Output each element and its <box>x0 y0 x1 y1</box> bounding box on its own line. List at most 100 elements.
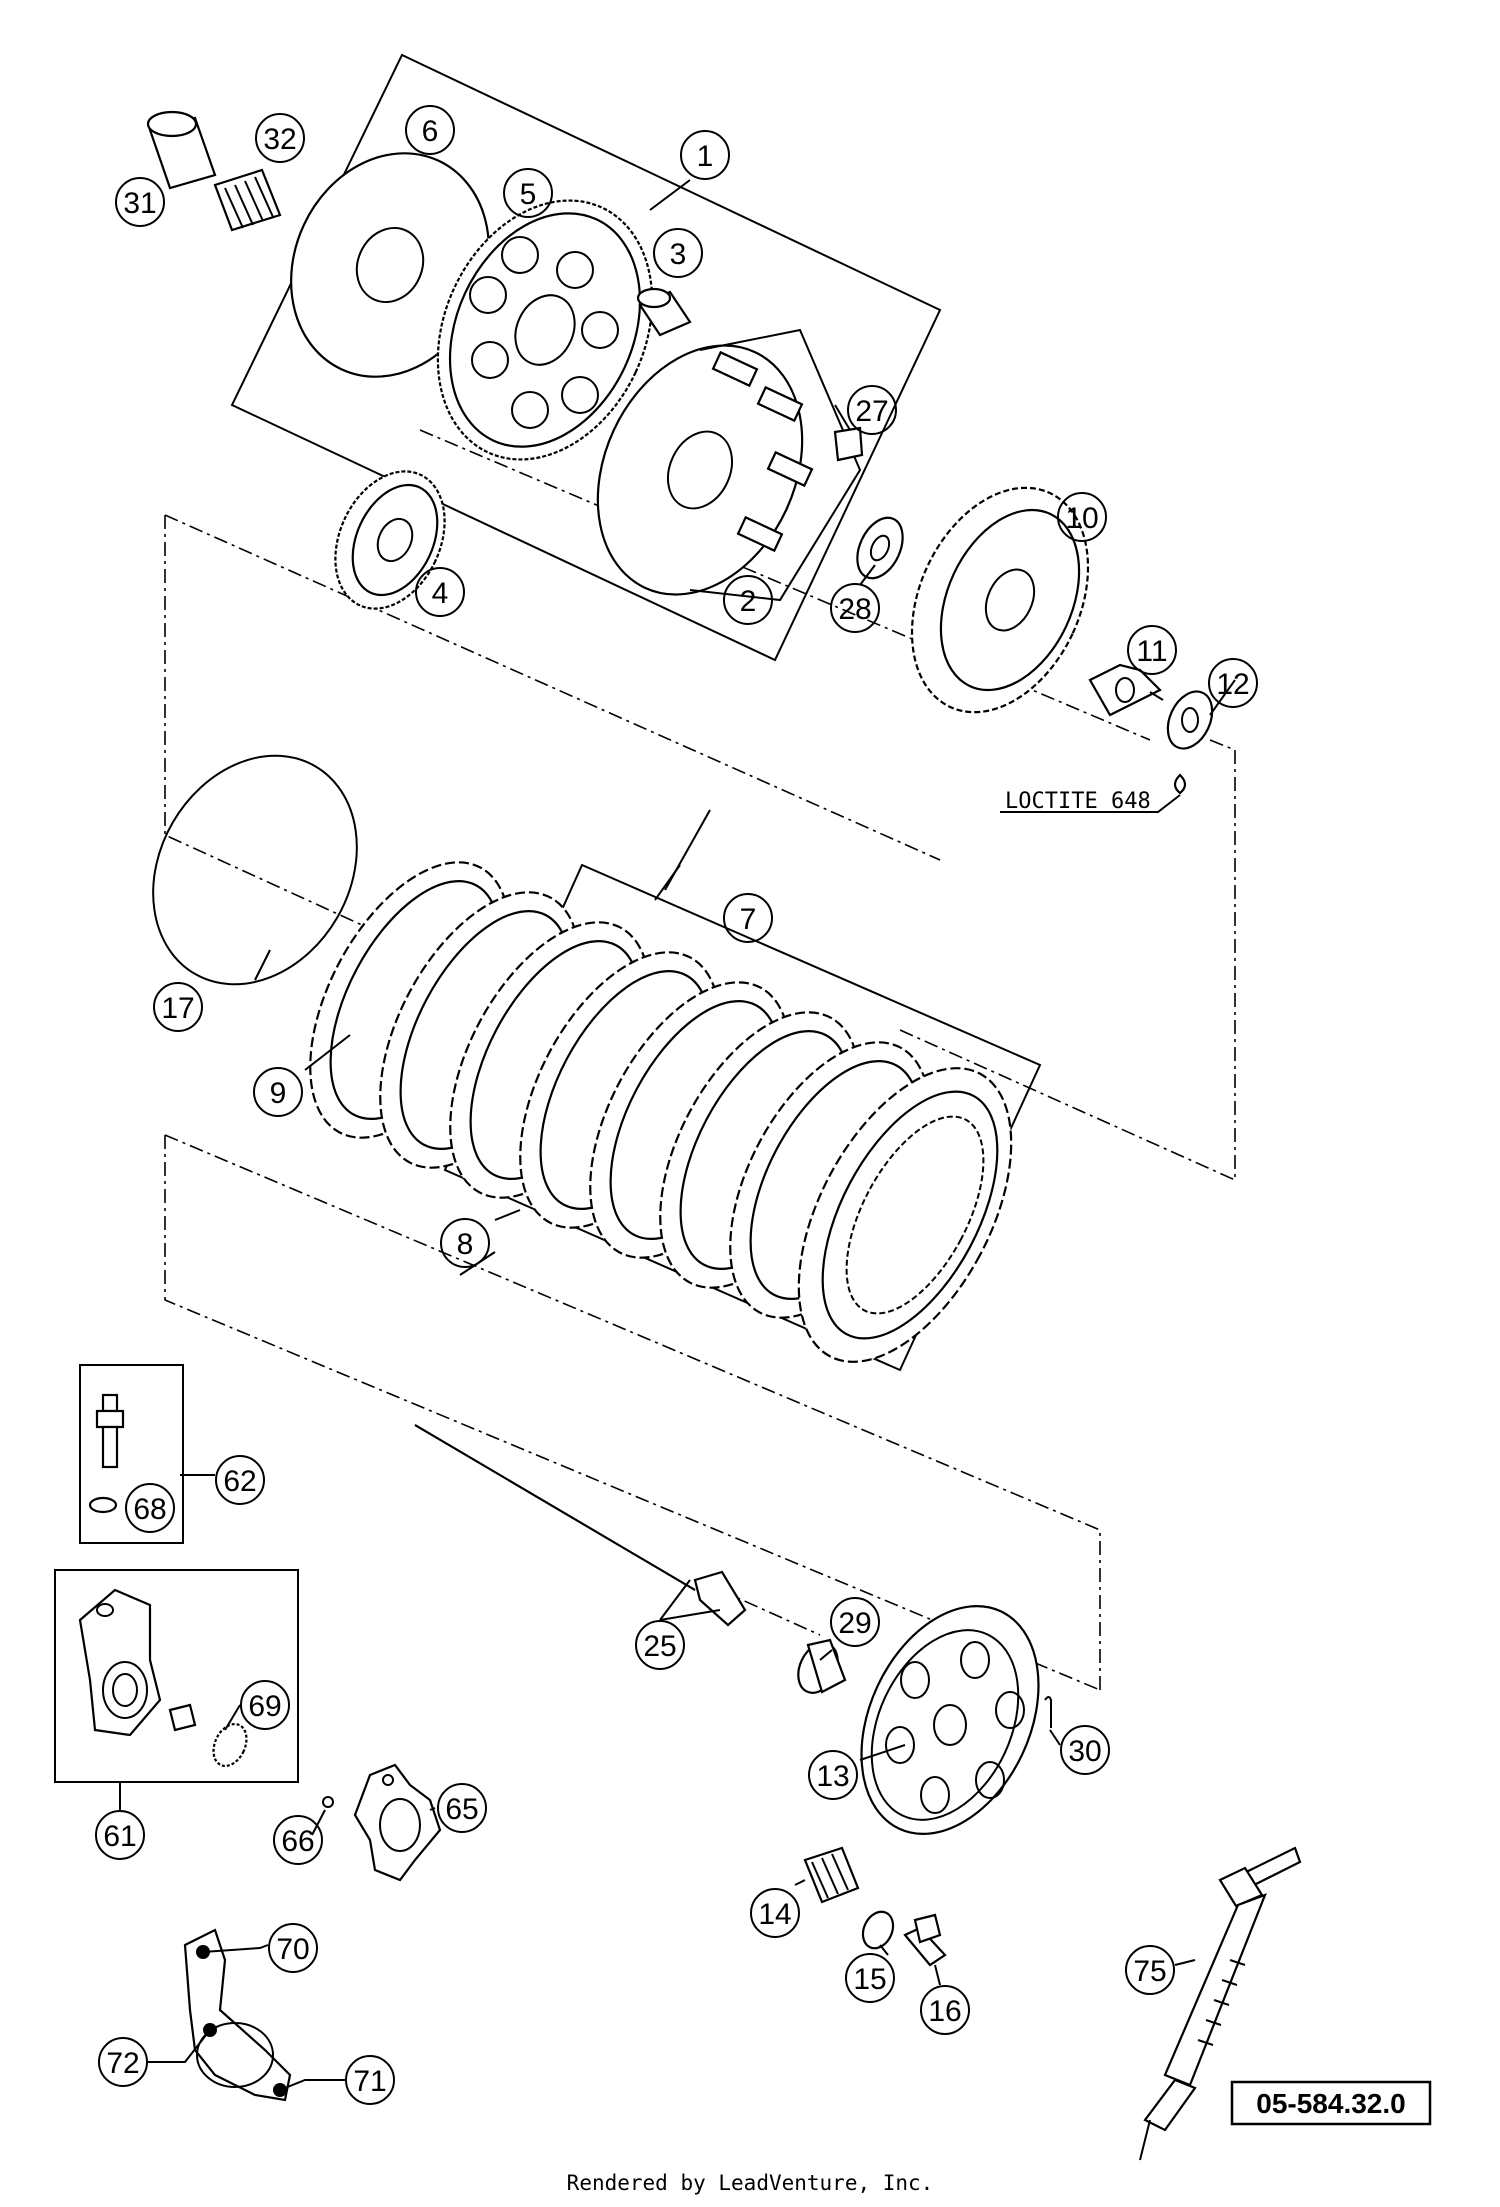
svg-text:28: 28 <box>838 593 871 626</box>
svg-text:75: 75 <box>1133 1955 1166 1988</box>
svg-text:6: 6 <box>422 115 439 148</box>
callout-16: 16 <box>920 1985 970 2035</box>
callout-8: 8 <box>440 1218 490 1268</box>
washer-part-28 <box>856 516 904 580</box>
callout-71: 71 <box>345 2055 395 2105</box>
svg-text:65: 65 <box>445 1793 478 1826</box>
spring-part-14 <box>803 1846 860 1904</box>
svg-text:4: 4 <box>432 577 449 610</box>
svg-text:32: 32 <box>263 123 296 156</box>
cover-plate-parts-70-72 <box>183 1928 292 2102</box>
svg-text:61: 61 <box>103 1820 136 1853</box>
gasket-part-65 <box>353 1763 442 1882</box>
pressure-plate-part-13 <box>860 1605 1040 1835</box>
callout-62: 62 <box>215 1455 265 1505</box>
clutch-basket-part-2 <box>596 328 862 602</box>
svg-text:68: 68 <box>133 1493 166 1526</box>
assembly-line-lower <box>164 1135 1101 1691</box>
callout-65: 65 <box>437 1783 487 1833</box>
callout-27: 27 <box>847 385 897 435</box>
primary-gear-part-5 <box>436 199 654 461</box>
callout-15: 15 <box>845 1953 895 2003</box>
inner-hub-part-10 <box>910 486 1090 714</box>
svg-text:7: 7 <box>740 903 757 936</box>
callout-5: 5 <box>503 168 553 218</box>
bleeder-screw <box>95 1393 125 1469</box>
nut-part-12 <box>1166 690 1214 750</box>
callout-31: 31 <box>115 177 165 227</box>
callout-70: 70 <box>268 1923 318 1973</box>
assembly-line-right <box>899 750 1236 1182</box>
callout-3: 3 <box>653 228 703 278</box>
svg-text:05-584.32.0: 05-584.32.0 <box>1256 2088 1405 2119</box>
screw-part-16 <box>903 1913 947 1967</box>
svg-text:31: 31 <box>123 187 156 220</box>
seal-ring-part-68 <box>88 1496 118 1514</box>
clutch-disc-pack <box>309 861 1013 1363</box>
callout-14: 14 <box>750 1888 800 1938</box>
bushing-part-31 <box>146 110 217 190</box>
svg-text:25: 25 <box>643 1630 676 1663</box>
callout-1: 1 <box>680 130 730 180</box>
svg-text:66: 66 <box>281 1825 314 1858</box>
syringe-part-75 <box>1139 1846 1302 2161</box>
bushing-part-3 <box>636 287 692 337</box>
svg-text:62: 62 <box>223 1465 256 1498</box>
svg-text:2: 2 <box>740 585 757 618</box>
svg-text:5: 5 <box>520 178 537 211</box>
drawing-number-box: 05-584.32.0 <box>1230 2080 1432 2126</box>
callout-7: 7 <box>723 893 773 943</box>
svg-text:30: 30 <box>1068 1735 1101 1768</box>
kit-box-62 <box>79 1364 184 1544</box>
svg-text:72: 72 <box>106 2047 139 2080</box>
svg-text:13: 13 <box>816 1760 849 1793</box>
loctite-drop <box>1173 773 1187 795</box>
push-rod-part-25 <box>414 1424 747 1627</box>
piston-part-69 <box>212 1722 248 1768</box>
callout-66: 66 <box>273 1815 323 1865</box>
svg-text:12: 12 <box>1216 668 1249 701</box>
callout-30: 30 <box>1060 1725 1110 1775</box>
callout-12: 12 <box>1208 658 1258 708</box>
callout-25: 25 <box>635 1620 685 1670</box>
callout-6: 6 <box>405 105 455 155</box>
svg-text:3: 3 <box>670 238 687 271</box>
callout-11: 11 <box>1127 625 1177 675</box>
callout-17: 17 <box>153 982 203 1032</box>
svg-text:70: 70 <box>276 1933 309 1966</box>
svg-text:71: 71 <box>353 2065 386 2098</box>
svg-text:14: 14 <box>758 1898 791 1931</box>
leader-lines <box>119 179 1236 2091</box>
lock-washer-part-11 <box>1088 663 1162 717</box>
washer-part-15 <box>861 1910 895 1950</box>
kit-frame-top <box>230 53 942 662</box>
kit-box-61 <box>54 1569 299 1783</box>
gear-part-4 <box>334 470 446 610</box>
callout-75: 75 <box>1125 1945 1175 1995</box>
svg-text:69: 69 <box>248 1690 281 1723</box>
o-ring-part-17 <box>152 754 358 986</box>
loctite-note: LOCTITE 648 <box>1005 789 1151 814</box>
svg-text:10: 10 <box>1065 502 1098 535</box>
callout-9: 9 <box>253 1067 303 1117</box>
svg-text:27: 27 <box>855 395 888 428</box>
svg-text:29: 29 <box>838 1607 871 1640</box>
svg-text:15: 15 <box>853 1963 886 1996</box>
svg-text:17: 17 <box>161 992 194 1025</box>
callout-69: 69 <box>240 1680 290 1730</box>
callout-61: 61 <box>95 1810 145 1860</box>
callout-32: 32 <box>255 113 305 163</box>
svg-text:1: 1 <box>697 140 714 173</box>
svg-text:9: 9 <box>270 1077 287 1110</box>
pin-part-27 <box>833 426 864 462</box>
footer-credit: Rendered by LeadVenture, Inc. <box>567 2171 934 2195</box>
callout-29: 29 <box>830 1597 880 1647</box>
needle-bearing-part-32 <box>213 168 282 232</box>
callout-13: 13 <box>808 1750 858 1800</box>
bearing-part-29 <box>797 1638 847 1694</box>
callout-10: 10 <box>1057 492 1107 542</box>
callout-68: 68 <box>125 1483 175 1533</box>
slave-cylinder <box>78 1588 162 1737</box>
callout-28: 28 <box>830 583 880 633</box>
